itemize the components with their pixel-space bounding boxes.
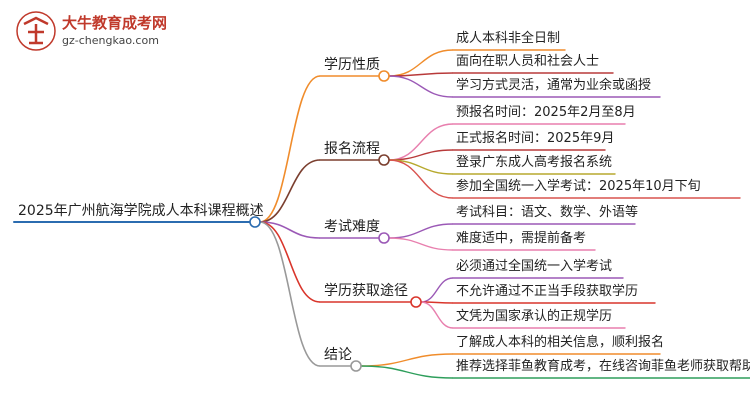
leaf-connector [360, 353, 454, 367]
root-topic[interactable]: 2025年广州航海学院成人本科课程概述 [18, 203, 264, 219]
branch-node-circle[interactable] [410, 296, 422, 308]
logo-mark-icon [16, 11, 56, 51]
leaf-connector [388, 49, 454, 77]
branch-node-circle[interactable] [350, 360, 362, 372]
leaf-connector [388, 75, 454, 98]
leaf-topic[interactable]: 参加全国统一入学考试：2025年10月下旬 [456, 179, 701, 194]
leaf-connector [388, 159, 454, 175]
leaf-topic[interactable]: 正式报名时间：2025年9月 [456, 131, 615, 146]
branch-connector [259, 221, 321, 303]
logo-url: gz-chengkao.com [62, 34, 159, 47]
branch-topic[interactable]: 结论 [324, 347, 352, 363]
root-node-circle[interactable] [249, 216, 261, 228]
branch-connector [259, 75, 321, 223]
leaf-topic[interactable]: 了解成人本科的相关信息，顺利报名 [456, 335, 665, 350]
leaf-topic[interactable]: 考试科目：语文、数学、外语等 [456, 205, 639, 220]
site-logo[interactable]: 大牛教育成考网 gz-chengkao.com [14, 10, 194, 52]
leaf-topic[interactable]: 文凭为国家承认的正规学历 [456, 309, 613, 324]
leaf-topic[interactable]: 必须通过全国统一入学考试 [456, 259, 613, 274]
leaf-topic[interactable]: 登录广东成人高考报名系统 [456, 155, 613, 170]
branch-connector [259, 221, 321, 239]
leaf-topic[interactable]: 学习方式灵活，通常为业余或函授 [456, 78, 652, 93]
leaf-topic[interactable]: 预报名时间：2025年2月至8月 [456, 105, 636, 120]
leaf-topic[interactable]: 推荐选择菲鱼教育成考，在线咨询菲鱼老师获取帮助 [456, 359, 750, 374]
logo-title: 大牛教育成考网 [62, 14, 168, 32]
branch-connector [259, 159, 321, 223]
branch-topic[interactable]: 学历性质 [324, 57, 380, 73]
leaf-connector [388, 159, 454, 199]
branch-connector [259, 221, 321, 367]
branch-topic[interactable]: 报名流程 [324, 141, 380, 157]
leaf-connector [420, 277, 454, 303]
leaf-connector [388, 223, 454, 239]
leaf-topic[interactable]: 面向在职人员和社会人士 [456, 54, 600, 69]
branch-node-circle[interactable] [378, 232, 390, 244]
branch-topic[interactable]: 学历获取途径 [324, 283, 408, 299]
leaf-connector [360, 365, 454, 379]
leaf-topic[interactable]: 难度适中，需提前备考 [456, 231, 587, 246]
branch-topic[interactable]: 考试难度 [324, 219, 380, 235]
branch-node-circle[interactable] [378, 70, 390, 82]
leaf-topic[interactable]: 成人本科非全日制 [456, 31, 561, 46]
leaf-connector [420, 301, 454, 329]
leaf-connector [388, 237, 454, 251]
leaf-topic[interactable]: 不允许通过不正当手段获取学历 [456, 284, 639, 299]
branch-node-circle[interactable] [378, 154, 390, 166]
